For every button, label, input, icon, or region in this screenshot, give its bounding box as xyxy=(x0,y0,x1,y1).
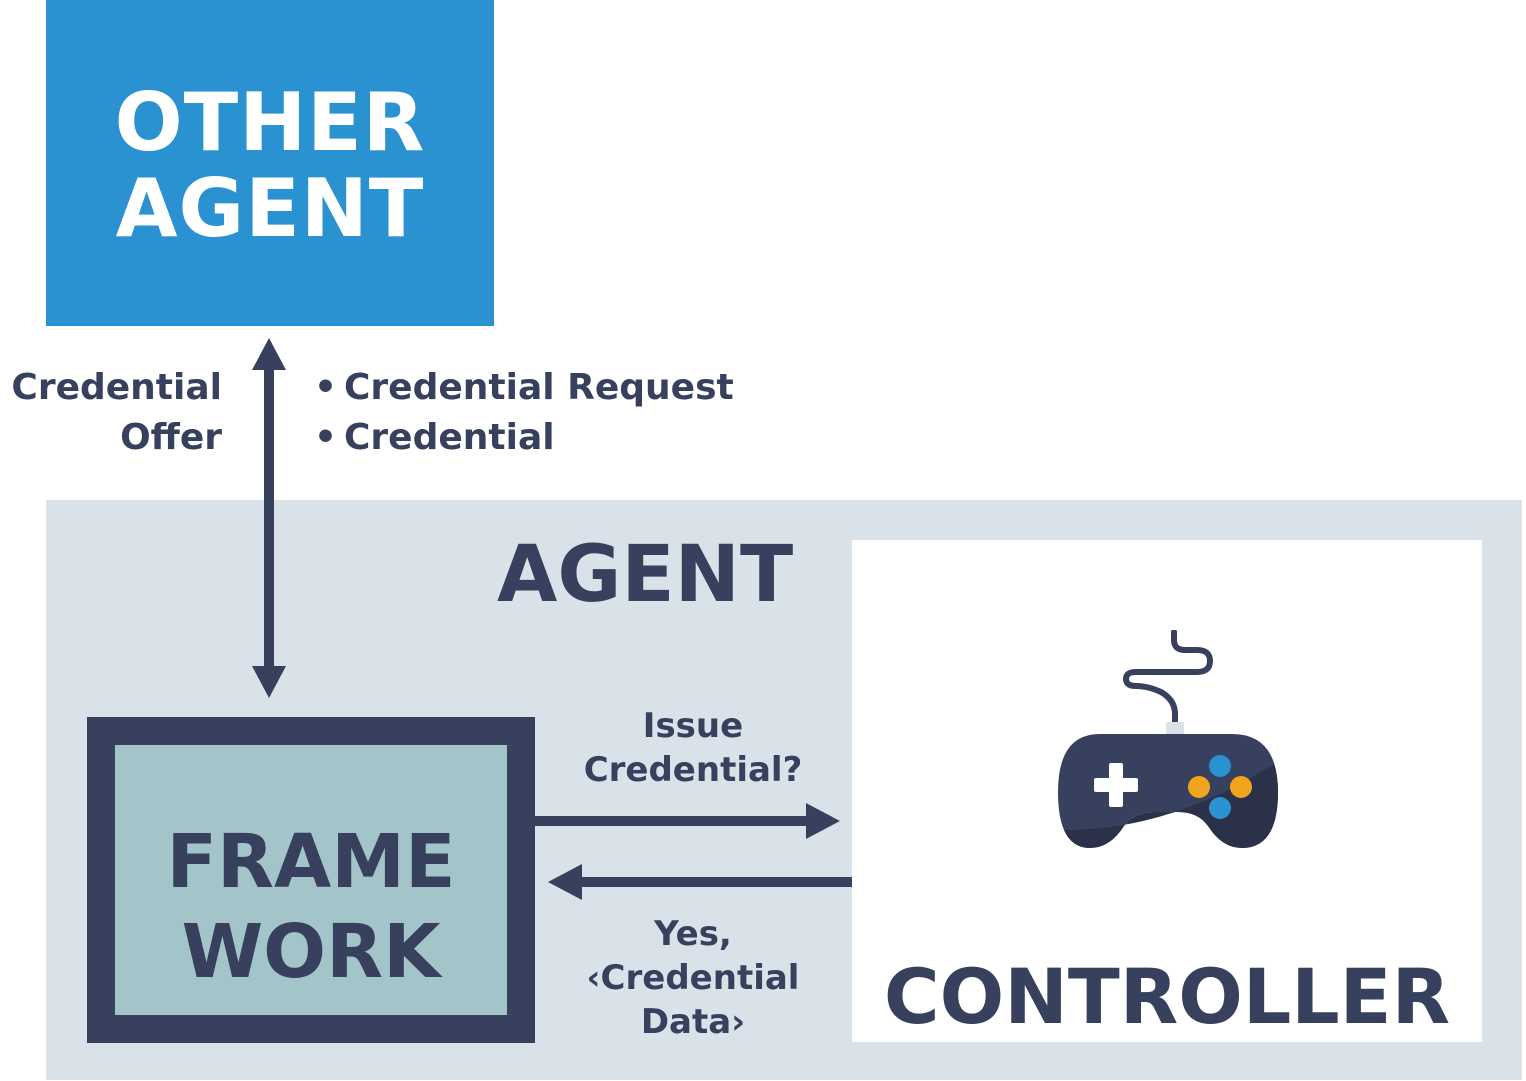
framework-node: FRAME WORK xyxy=(87,717,535,1043)
yes-credential-data-label: Yes, ‹Credential Data› xyxy=(548,912,838,1044)
gamepad-icon xyxy=(1058,630,1278,848)
credential-offer-label: Credential Offer xyxy=(11,363,222,463)
response-arrow xyxy=(548,864,852,900)
issue-credential-label: Issue Credential? xyxy=(548,704,838,792)
agent-title: AGENT xyxy=(497,530,794,620)
yes-credential-data-label-line1: Yes, xyxy=(654,914,732,954)
other-agent-title-line1: OTHER xyxy=(114,76,426,169)
issue-credential-label-line1: Issue xyxy=(642,706,744,746)
yes-credential-data-label-line2: ‹Credential xyxy=(586,958,800,998)
framework-title-line2: WORK xyxy=(181,909,441,995)
issue-credential-label-line2: Credential? xyxy=(583,750,803,790)
credential-messages-item: Credential xyxy=(314,413,734,463)
other-agent-title-line2: AGENT xyxy=(115,162,425,255)
credential-offer-label-line1: Credential xyxy=(11,367,222,408)
bidirectional-arrow xyxy=(252,338,286,698)
other-agent-title: OTHER AGENT xyxy=(46,80,494,252)
credential-messages-list: Credential Request Credential xyxy=(314,363,734,463)
framework-title-line1: FRAME xyxy=(166,819,456,905)
credential-offer-label-line2: Offer xyxy=(120,417,222,458)
credential-messages-item: Credential Request xyxy=(314,363,734,413)
request-arrow xyxy=(535,803,840,839)
controller-node: CONTROLLER xyxy=(852,540,1482,1042)
framework-inner-panel: FRAME WORK xyxy=(115,745,507,1015)
other-agent-node: OTHER AGENT xyxy=(46,0,494,326)
yes-credential-data-label-line3: Data› xyxy=(640,1002,746,1042)
framework-title: FRAME WORK xyxy=(115,817,507,997)
controller-title: CONTROLLER xyxy=(883,952,1451,1041)
